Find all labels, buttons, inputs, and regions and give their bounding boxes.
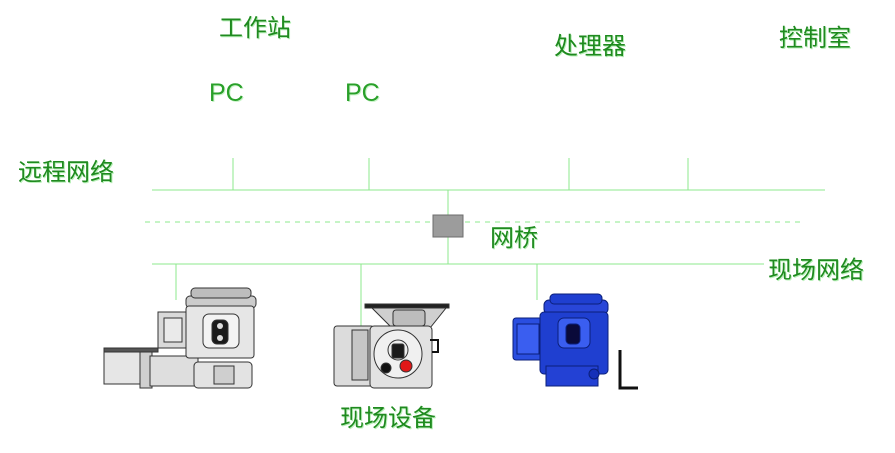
processor-label: 处理器 [554, 32, 626, 60]
remote-network-label: 远程网络 [18, 158, 114, 186]
actuator-gray-2-icon [333, 303, 450, 389]
bridge-label: 网桥 [490, 224, 538, 252]
actuator-gray-1-icon [103, 287, 257, 389]
workstation-label: 工作站 [219, 14, 291, 42]
actuator-blue-icon [512, 293, 638, 390]
pc-label-1: PC [209, 79, 244, 107]
field-devices-label: 现场设备 [340, 404, 436, 432]
pc-label-2: PC [345, 79, 380, 107]
field-network-label: 现场网络 [768, 256, 864, 284]
control-room-label: 控制室 [779, 24, 851, 52]
bridge-box-icon [432, 214, 464, 238]
